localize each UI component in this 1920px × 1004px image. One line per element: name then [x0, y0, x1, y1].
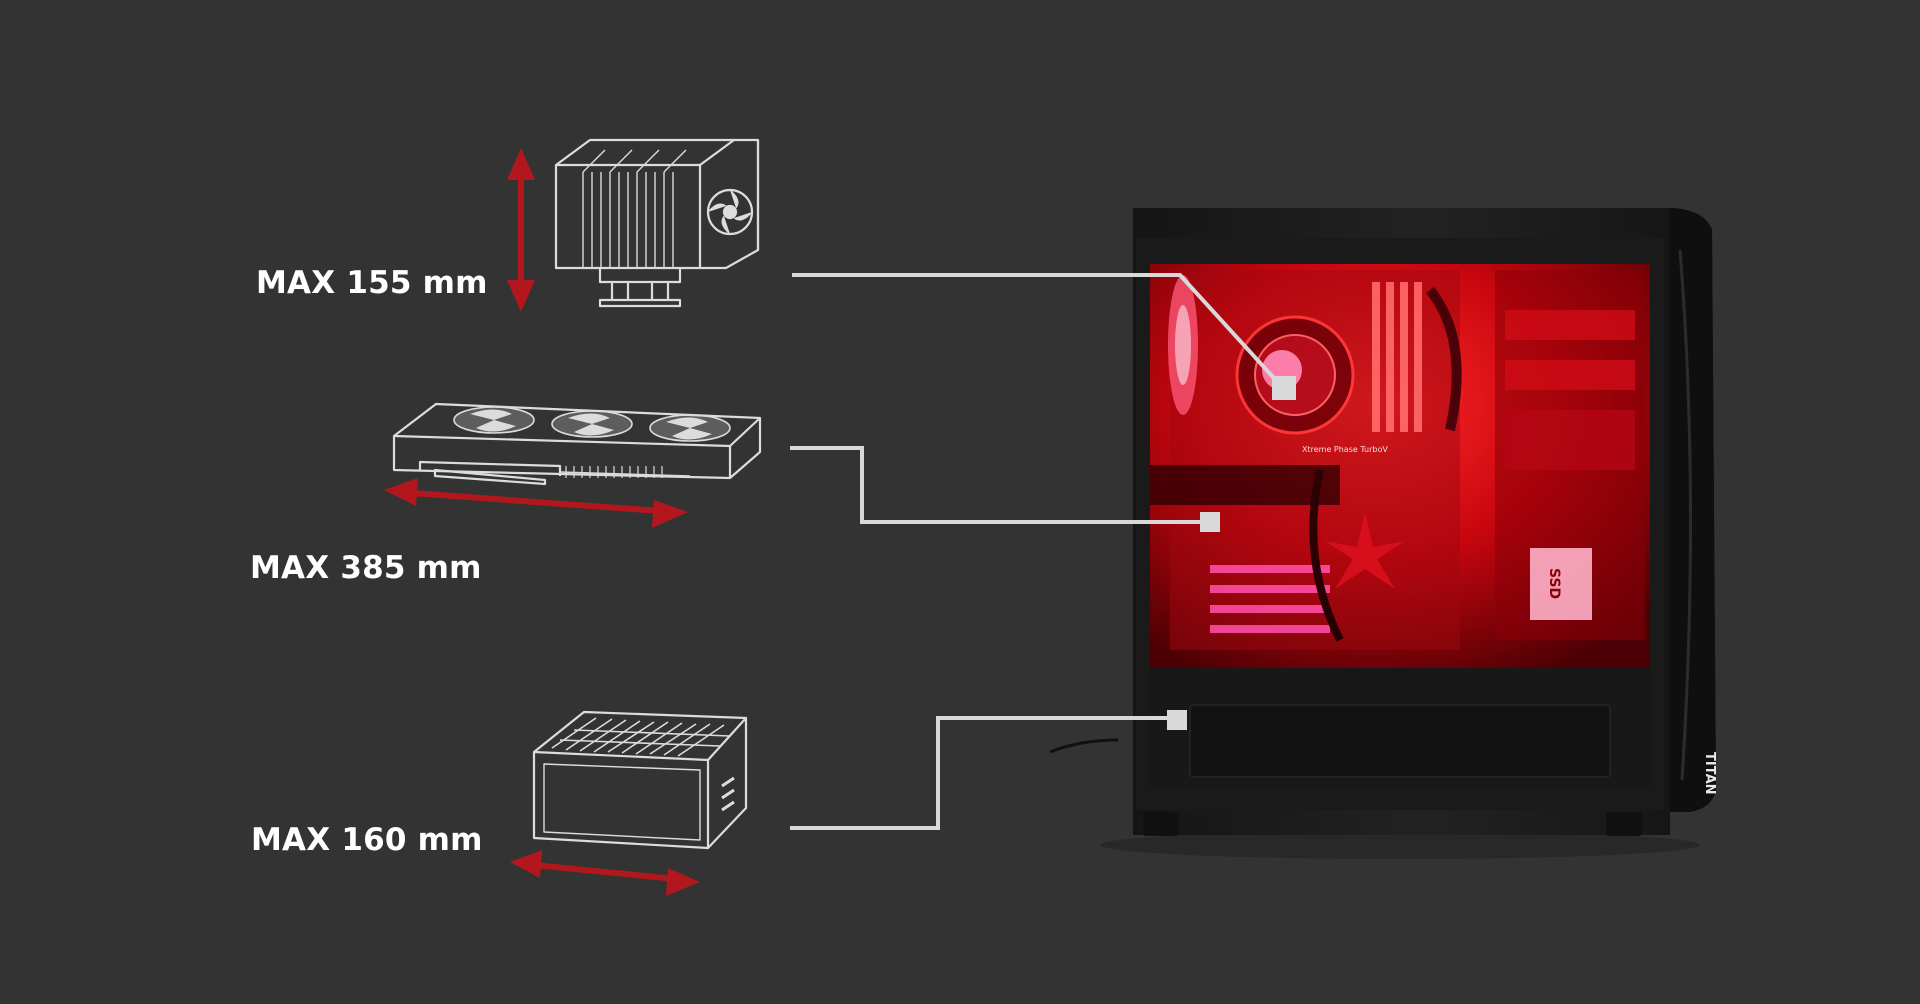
- psu-max-length-label: MAX 160 mm: [251, 822, 483, 858]
- power-supply-icon: [532, 710, 748, 850]
- gpu-max-length-label: MAX 385 mm: [250, 550, 482, 586]
- pc-case-image: SSD Xtreme Phase TurboV TITAN: [1049, 208, 1717, 859]
- height-arrow-icon: [507, 148, 535, 312]
- psu-callout-marker: [1167, 710, 1187, 730]
- callout-markers: [1167, 376, 1296, 730]
- ssd-label: SSD: [1546, 568, 1562, 599]
- cpu-cooler-icon: [554, 138, 760, 308]
- gpu-callout-line: [790, 446, 1210, 524]
- gpu-callout-marker: [1200, 512, 1220, 532]
- motherboard-label: Xtreme Phase TurboV: [1302, 445, 1388, 454]
- cpu-cooler-max-height-label: MAX 155 mm: [256, 265, 488, 301]
- cpu-callout-line: [792, 273, 1285, 390]
- callout-lines: [790, 273, 1285, 830]
- cpu-callout-marker: [1272, 376, 1296, 400]
- brand-logo: TITAN: [1702, 752, 1717, 795]
- psu-callout-line: [790, 716, 1175, 830]
- psu-length-arrow-icon: [510, 850, 700, 896]
- graphics-card-icon: [392, 402, 762, 486]
- length-arrow-icon: [384, 478, 688, 528]
